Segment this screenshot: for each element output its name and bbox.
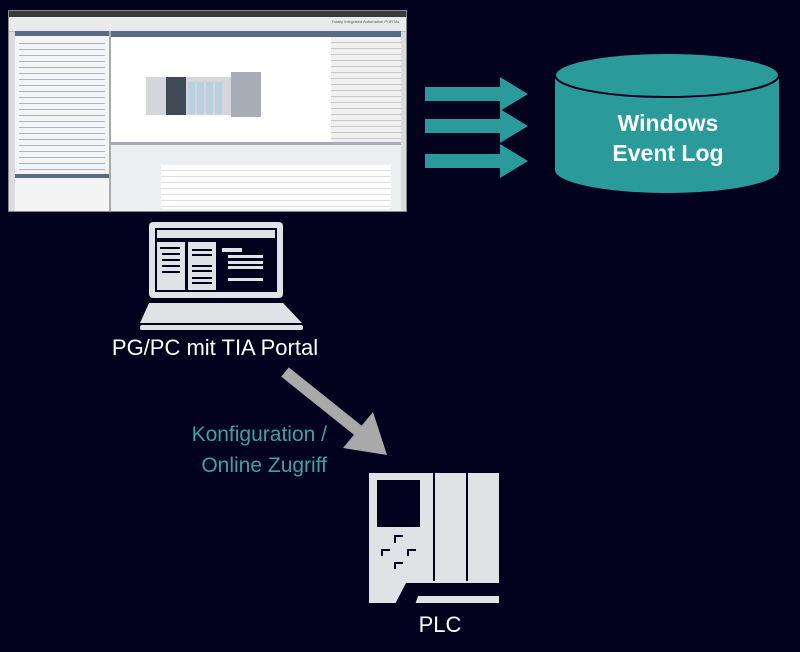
laptop-icon bbox=[140, 222, 303, 330]
connection-label-line1: Konfiguration / bbox=[191, 423, 327, 446]
database-icon bbox=[554, 52, 780, 193]
event-arrows bbox=[425, 77, 528, 178]
arrow-2 bbox=[425, 109, 528, 143]
pc-label: PG/PC mit TIA Portal bbox=[111, 335, 319, 360]
config-arrow bbox=[281, 367, 387, 455]
editor-titlebar bbox=[111, 31, 401, 37]
arrow-1 bbox=[425, 77, 528, 111]
project-tree bbox=[15, 31, 111, 211]
device-overview bbox=[331, 37, 401, 142]
database-title: Windows Event Log bbox=[612, 110, 724, 166]
connection-label-line2: Online Zugriff bbox=[201, 454, 327, 477]
tia-portal-screenshot: Totally Integrated Automation PORTAL bbox=[8, 10, 407, 212]
plc-label: PLC bbox=[418, 612, 462, 637]
properties-panel bbox=[111, 142, 401, 211]
connection-label: Konfiguration / Online Zugriff bbox=[120, 419, 327, 481]
product-label: Totally Integrated Automation PORTAL bbox=[331, 19, 400, 24]
device-view bbox=[111, 37, 331, 142]
toolbar: Totally Integrated Automation PORTAL bbox=[9, 17, 406, 32]
plc-icon bbox=[369, 473, 500, 605]
window-titlebar bbox=[9, 11, 406, 17]
arrow-3 bbox=[425, 144, 528, 178]
